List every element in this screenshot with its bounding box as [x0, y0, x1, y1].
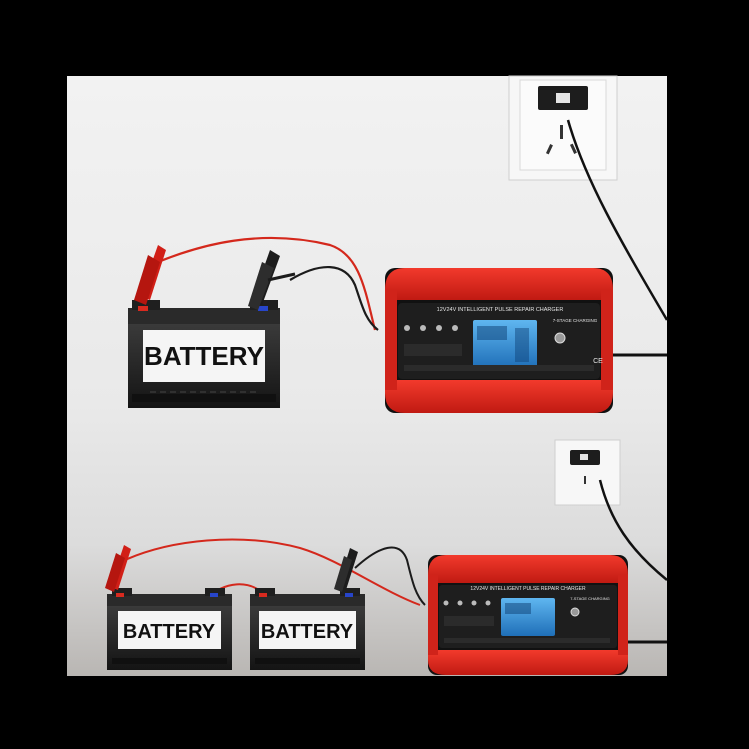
power-cord-top — [566, 119, 669, 321]
battery-top — [128, 300, 280, 408]
red-clamp-bottom — [105, 545, 131, 592]
black-clamp-top — [248, 250, 296, 310]
battery-bottom-left — [107, 588, 232, 670]
charger-top-ce-mark: CE — [593, 358, 603, 365]
red-cable-top — [157, 236, 377, 331]
wall-socket-bottom — [554, 439, 621, 506]
black-clamp-bottom — [334, 548, 358, 592]
battery-top-label: BATTERY — [144, 341, 264, 371]
power-cord-bottom — [598, 479, 668, 581]
red-clamp-top — [134, 245, 166, 305]
charger-top-stage: 7-STAGE CHARGING — [553, 318, 598, 323]
charger-top-title: 12V24V INTELLIGENT PULSE REPAIR CHARGER — [437, 307, 564, 313]
charger-bottom-title: 12V24V INTELLIGENT PULSE REPAIR CHARGER — [470, 586, 586, 592]
wall-socket-top — [508, 75, 618, 181]
charger-bottom-stage: 7-STAGE CHARGING — [570, 596, 610, 601]
battery-bottom-right-label: BATTERY — [261, 621, 354, 643]
charger-bottom — [428, 555, 628, 675]
red-cable-bottom — [124, 538, 421, 606]
charger-top — [385, 268, 613, 413]
black-cable-bottom — [354, 546, 426, 606]
battery-bottom-right — [250, 588, 365, 670]
battery-bottom-left-label: BATTERY — [123, 621, 216, 643]
black-cable-top — [289, 266, 379, 331]
